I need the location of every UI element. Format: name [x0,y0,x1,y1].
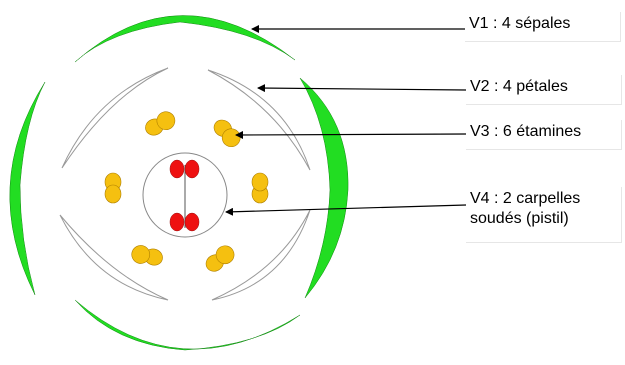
leader-arrows [225,25,467,216]
label-petals: V2 : 4 pétales [466,75,622,105]
label-sepals: V1 : 4 sépales [465,12,621,42]
stamen-upper-right [213,119,241,148]
label-sepals-text: V1 : 4 sépales [469,15,571,32]
sepal-left [9,81,46,296]
label-pistil-line1: V4 : 2 carpelles [470,190,581,207]
petal-upper-left [61,67,169,169]
label-petals-text: V2 : 4 pétales [470,78,568,95]
pistil [142,152,228,238]
label-stamens-text: V3 : 6 étamines [470,123,582,140]
stamen-whorl [104,111,269,272]
sepal-whorl [9,15,349,351]
sepal-top [74,15,296,63]
label-stamens: V3 : 6 étamines [466,120,622,150]
petal-lower-left [59,214,169,301]
stamen-left [104,172,122,204]
arrow-v2 [257,84,467,93]
sepal-bottom [74,299,301,351]
petal-lower-right [211,209,311,301]
stamen-lower-left [131,245,163,266]
petal-whorl [59,67,311,301]
stamen-right [251,172,269,204]
sepal-right [299,77,349,299]
label-pistil: V4 : 2 carpelles soudés (pistil) [466,187,622,243]
arrow-v4 [225,204,467,216]
stamen-upper-left [145,111,176,136]
stamen-lower-right [205,245,235,272]
label-pistil-line2: soudés (pistil) [470,210,569,227]
arrow-v3 [235,130,467,139]
petal-upper-right [207,69,311,171]
ovules [169,159,200,232]
